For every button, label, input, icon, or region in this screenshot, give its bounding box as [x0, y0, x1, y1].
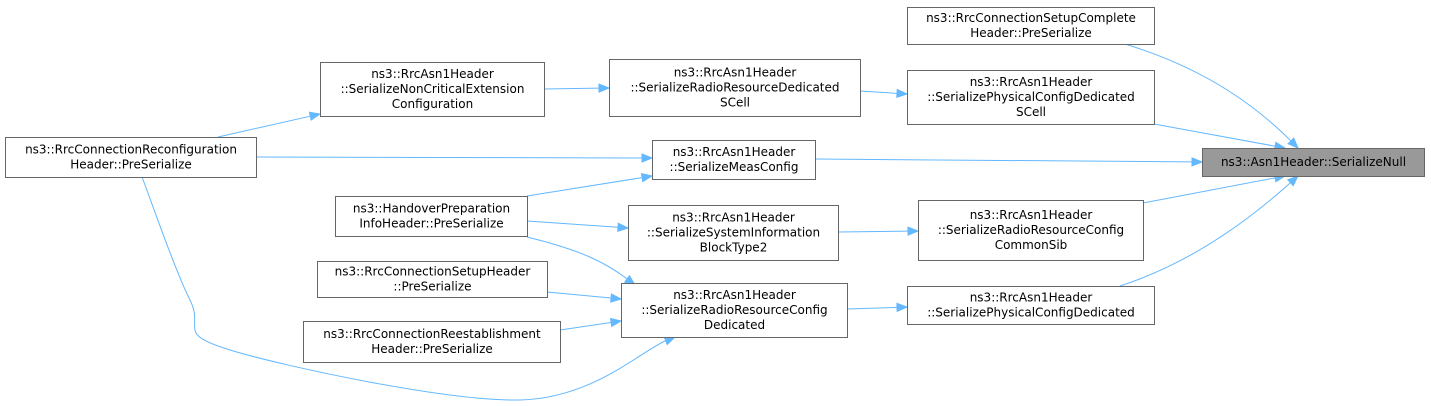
node-label-line: BlockType2	[700, 241, 768, 255]
node-handover[interactable]: ns3::HandoverPreparationInfoHeader::PreS…	[335, 196, 528, 237]
node-box	[907, 7, 1155, 45]
arrowhead	[640, 172, 654, 183]
node-box	[609, 59, 861, 117]
arrowhead	[598, 83, 611, 93]
edge-rr_ded_scell-to-phys_cfg_ded_scell	[859, 88, 909, 99]
node-label-line: ::SerializeRadioResourceConfig	[938, 223, 1124, 237]
node-label-line: ns3::RrcAsn1Header	[970, 75, 1093, 89]
edge-rr_cfg_ded-to-phys_cfg_ded	[846, 302, 909, 313]
nodes-layer: ns3::Asn1Header::SerializeNullns3::RrcCo…	[5, 7, 1425, 363]
node-sib-type2[interactable]: ns3::RrcAsn1Header::SerializeSystemInfor…	[628, 205, 839, 261]
node-box	[907, 286, 1155, 325]
node-label-line: ns3::RrcAsn1Header	[672, 211, 795, 225]
node-box	[907, 70, 1155, 125]
edge-rr_cfg_common_sib-to-serialize_null	[1142, 173, 1287, 204]
node-label-line: ::SerializePhysicalConfigDedicated	[927, 90, 1135, 104]
node-label-line: Header::PreSerialize	[371, 342, 493, 356]
node-serialize-null[interactable]: ns3::Asn1Header::SerializeNull	[1202, 148, 1425, 177]
edge-noncritical_ext-to-rr_ded_scell	[543, 83, 611, 93]
node-label-line: CommonSib	[995, 238, 1068, 252]
node-label-line: Header::PreSerialize	[70, 158, 192, 172]
edge-phys_cfg_ded_scell-to-serialize_null	[1153, 123, 1287, 151]
node-label-line: ns3::RrcConnectionReestablishment	[323, 327, 541, 341]
arrowhead	[896, 88, 909, 99]
node-box	[5, 137, 257, 178]
arrowhead	[609, 317, 623, 328]
edge-setup_header-to-rr_cfg_ded	[546, 291, 623, 303]
edge-sib_type2-to-rr_cfg_common_sib	[837, 226, 920, 236]
arrowhead	[907, 226, 920, 236]
arrowhead	[641, 153, 654, 163]
edge-handover-to-sib_type2	[526, 220, 630, 233]
node-reconfig[interactable]: ns3::RrcConnectionReconfigurationHeader:…	[5, 137, 257, 178]
node-label-line: ns3::RrcConnectionSetupComplete	[926, 11, 1136, 25]
node-label-line: ::PreSerialize	[393, 280, 471, 294]
arrowhead	[1287, 137, 1299, 149]
edge-setup_complete-to-serialize_null	[1124, 43, 1299, 149]
node-box	[652, 140, 816, 180]
node-phys-cfg-ded-scell[interactable]: ns3::RrcAsn1Header::SerializePhysicalCon…	[907, 70, 1155, 125]
arrowhead	[308, 111, 322, 121]
node-label-line: Configuration	[392, 97, 473, 111]
node-label-line: ns3::RrcConnectionSetupHeader	[335, 265, 531, 279]
edge-reconfig-to-meas_config	[255, 153, 654, 163]
node-label-line: ::SerializeNonCriticalExtension	[341, 82, 525, 96]
edge-meas_config-to-serialize_null	[814, 157, 1204, 167]
node-label-line: ns3::RrcAsn1Header	[673, 145, 796, 159]
edge-handover-to-meas_config	[526, 172, 654, 197]
edge-reconfig-to-noncritical_ext	[217, 111, 322, 138]
node-setup-header[interactable]: ns3::RrcConnectionSetupHeader::PreSerial…	[317, 261, 548, 298]
arrowhead	[617, 222, 630, 233]
node-box	[918, 200, 1144, 261]
node-label-line: ns3::HandoverPreparation	[353, 202, 510, 216]
node-label-line: SCell	[1016, 105, 1046, 119]
edge-reconfig-to-rr_cfg_ded	[141, 176, 677, 401]
node-reestablish[interactable]: ns3::RrcConnectionReestablishmentHeader:…	[303, 321, 561, 363]
node-label-line: SCell	[720, 96, 750, 110]
arrowhead	[663, 336, 677, 346]
node-label-line: ::SerializePhysicalConfigDedicated	[927, 306, 1135, 320]
node-label-line: ns3::RrcAsn1Header	[970, 291, 1093, 305]
arrowhead	[1287, 175, 1300, 187]
node-label-line: ::SerializeRadioResourceDedicated	[630, 81, 839, 95]
arrowhead	[896, 302, 909, 313]
node-box	[317, 261, 548, 298]
edge-phys_cfg_ded-to-serialize_null	[1119, 175, 1300, 287]
node-rr-cfg-ded[interactable]: ns3::RrcAsn1Header::SerializeRadioResour…	[621, 283, 848, 338]
node-box	[303, 321, 561, 363]
node-meas-config[interactable]: ns3::RrcAsn1Header::SerializeMeasConfig	[652, 140, 816, 180]
node-rr-ded-scell[interactable]: ns3::RrcAsn1Header::SerializeRadioResour…	[609, 59, 861, 117]
node-label-line: Header::PreSerialize	[970, 26, 1092, 40]
node-label-line: ::SerializeSystemInformation	[647, 226, 820, 240]
node-noncritical-ext[interactable]: ns3::RrcAsn1Header::SerializeNonCritical…	[320, 62, 545, 117]
node-box	[621, 283, 848, 338]
node-box	[628, 205, 839, 261]
node-setup-complete[interactable]: ns3::RrcConnectionSetupCompleteHeader::P…	[907, 7, 1155, 45]
node-box	[1202, 148, 1425, 177]
arrowhead	[1191, 157, 1204, 167]
node-label-line: InfoHeader::PreSerialize	[359, 217, 503, 231]
edge-reestablish-to-rr_cfg_ded	[559, 317, 623, 331]
node-label-line: ns3::RrcAsn1Header	[970, 208, 1093, 222]
node-label-line: ns3::RrcConnectionReconfiguration	[25, 143, 237, 157]
node-label-line: ns3::Asn1Header::SerializeNull	[1221, 155, 1406, 169]
edges-layer	[141, 43, 1300, 401]
node-label-line: Dedicated	[704, 318, 765, 332]
node-box	[335, 196, 528, 237]
node-label-line: ns3::RrcAsn1Header	[673, 288, 796, 302]
node-label-line: ::SerializeRadioResourceConfig	[641, 303, 827, 317]
arrowhead	[610, 293, 623, 303]
node-label-line: ns3::RrcAsn1Header	[371, 67, 494, 81]
node-rr-cfg-common-sib[interactable]: ns3::RrcAsn1Header::SerializeRadioResour…	[918, 200, 1144, 261]
node-label-line: ::SerializeMeasConfig	[670, 160, 799, 174]
node-box	[320, 62, 545, 117]
node-phys-cfg-ded[interactable]: ns3::RrcAsn1Header::SerializePhysicalCon…	[907, 286, 1155, 325]
node-label-line: ns3::RrcAsn1Header	[674, 66, 797, 80]
